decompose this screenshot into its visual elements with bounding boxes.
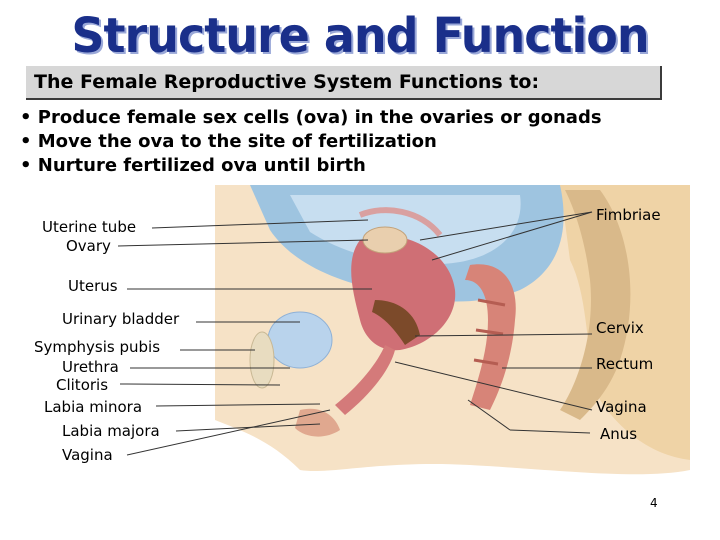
rectum (465, 264, 516, 410)
symphysis-pubis (249, 331, 275, 389)
uterus (351, 235, 456, 351)
label-cervix: Cervix (596, 319, 644, 337)
bullet-item: • Produce female sex cells (ova) in the … (20, 107, 602, 128)
bullet-item: • Nurture fertilized ova until birth (20, 155, 366, 176)
label-clitoris: Clitoris (56, 376, 109, 394)
label-urethra: Urethra (62, 358, 119, 376)
uterine-tube (358, 207, 443, 237)
sacrum (560, 190, 631, 420)
label-labia-minora: Labia minora (44, 398, 143, 416)
label-anus: Anus (600, 425, 638, 443)
bullet-item: • Move the ova to the site of fertilizat… (20, 131, 437, 152)
label-fimbriae: Fimbriae (596, 206, 661, 224)
label-vagina-right: Vagina (596, 398, 647, 416)
label-labia-majora: Labia majora (62, 422, 160, 440)
urinary-bladder (267, 311, 333, 369)
leader-lines (117, 211, 593, 456)
label-rectum: Rectum (596, 355, 654, 373)
page-number: 4 (650, 496, 658, 510)
function-bullet-list: • Produce female sex cells (ova) in the … (20, 106, 602, 178)
subtitle-text: The Female Reproductive System Functions… (34, 71, 540, 93)
slide-title: Structure and Function (71, 6, 649, 64)
vagina (335, 345, 395, 415)
label-vagina-left: Vagina (62, 446, 113, 464)
subtitle-banner: The Female Reproductive System Functions… (26, 66, 662, 100)
label-symphysis-pubis: Symphysis pubis (34, 338, 161, 356)
rectum-folds (473, 298, 506, 366)
label-ovary: Ovary (66, 237, 111, 255)
label-urinary-bladder: Urinary bladder (62, 310, 180, 328)
label-uterine-tube: Uterine tube (42, 218, 137, 236)
uterine-cavity (372, 300, 420, 345)
label-uterus: Uterus (68, 277, 118, 295)
cavity-highlight (290, 195, 521, 265)
ovary (362, 226, 408, 254)
